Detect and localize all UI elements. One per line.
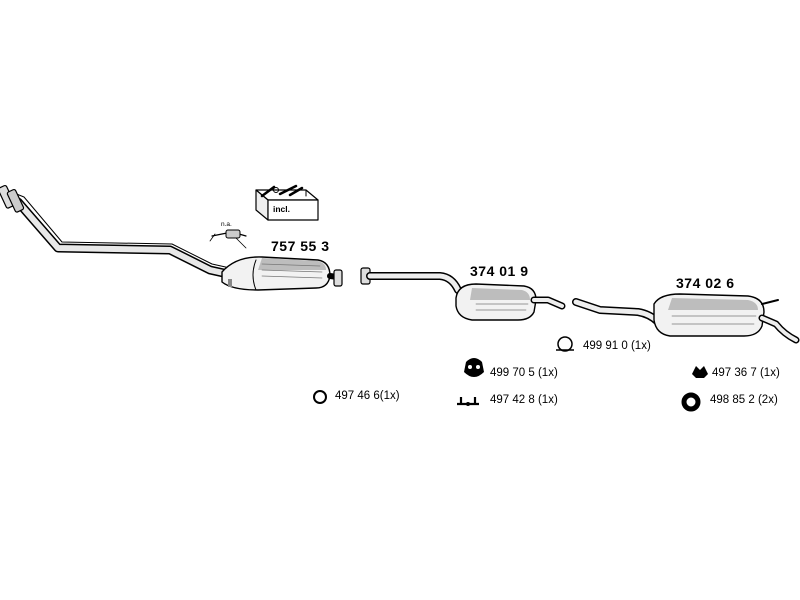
included-parts-box bbox=[255, 184, 319, 221]
front-pipe-catalyst bbox=[0, 184, 343, 291]
part-number-front-pipe: 757 55 3 bbox=[271, 238, 330, 254]
included-note: incl. bbox=[273, 204, 291, 214]
accessory-label: 497 36 7 (1x) bbox=[712, 367, 780, 379]
accessory-label: 497 42 8 (1x) bbox=[490, 394, 558, 406]
mount-icon bbox=[692, 366, 708, 378]
rubber-ring-icon bbox=[681, 392, 701, 412]
accessory-label: 499 70 5 (1x) bbox=[490, 367, 558, 379]
not-available-note: n.a. bbox=[221, 221, 232, 228]
bracket-icon bbox=[457, 397, 479, 406]
rear-silencer bbox=[572, 293, 800, 344]
part-number-rear-silencer: 374 02 6 bbox=[676, 275, 735, 291]
part-number-center-silencer: 374 01 9 bbox=[470, 263, 529, 279]
ring-icon bbox=[313, 390, 327, 404]
accessory-label: 498 85 2 (2x) bbox=[710, 394, 778, 406]
rubber-hanger-icon bbox=[464, 358, 484, 377]
clamp-icon bbox=[556, 336, 574, 352]
accessory-label: 499 91 0 (1x) bbox=[583, 340, 651, 352]
center-silencer bbox=[360, 267, 566, 321]
accessory-label: 497 46 6(1x) bbox=[335, 390, 400, 402]
